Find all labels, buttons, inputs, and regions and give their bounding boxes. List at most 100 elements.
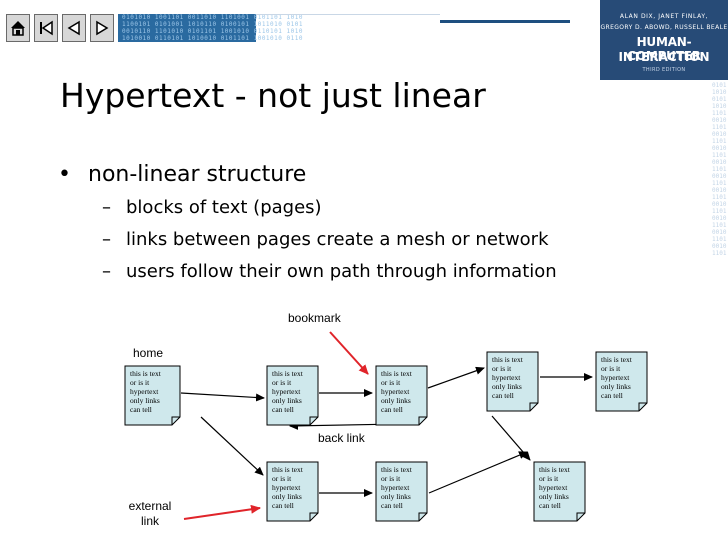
sub-bullet-text: users follow their own path through info… [126, 261, 557, 282]
binary-row: 1010010 0110101 1010010 0101101 1001010 … [122, 35, 303, 42]
sub-bullet-item: – users follow their own path through in… [58, 261, 557, 293]
page-text-line: only links [130, 396, 160, 405]
page-text-line: or is it [130, 378, 150, 387]
page-text-line: can tell [272, 501, 294, 510]
page-text-line: this is text [272, 369, 304, 378]
page-text-line: this is text [130, 369, 162, 378]
book-logo: ALAN DIX, JANET FINLAY, GREGORY D. ABOWD… [600, 0, 728, 80]
sub-bullet-dash: – [102, 197, 111, 218]
external-link-label-line2: link [141, 514, 160, 528]
page-text-line: or is it [272, 474, 292, 483]
page-text-line: can tell [130, 405, 152, 414]
home-icon [11, 21, 25, 36]
page-text-line: or is it [381, 378, 401, 387]
page-text-line: this is text [601, 355, 633, 364]
previous-slide-icon [67, 20, 80, 36]
page-text-line: this is text [272, 465, 304, 474]
page-text-line: or is it [492, 364, 512, 373]
page-text-line: hypertext [601, 373, 630, 382]
slide-title: Hypertext - not just linear [60, 76, 486, 115]
next-slide-icon [96, 20, 109, 36]
side-binary-decoration: 0101101001011010110100101101001011010010… [712, 82, 727, 257]
bullet-item: • non-linear structure [58, 162, 557, 187]
sub-bullet-text: links between pages create a mesh or net… [126, 229, 549, 250]
link-arrow [180, 392, 265, 402]
page-text-line: only links [381, 396, 411, 405]
page-node: this is text or is it hypertext only lin… [375, 461, 428, 522]
hypertext-diagram: this is text or is it hypertext only lin… [124, 311, 648, 528]
page-text-line: hypertext [539, 483, 568, 492]
link-arrow [428, 451, 528, 494]
header-rule-dark [440, 20, 570, 23]
page-node: this is text or is it hypertext only lin… [486, 351, 539, 412]
binary-row: 0101010 1001101 0011010 1101001 0101101 … [122, 14, 303, 21]
first-slide-icon [40, 20, 53, 36]
binary-decoration: 0101010 1001101 0011010 1101001 0101101 … [118, 14, 303, 42]
page-node: this is text or is it hypertext only lin… [266, 461, 319, 522]
page-text-line: this is text [492, 355, 524, 364]
page-text-line: only links [272, 396, 302, 405]
page-text-line: only links [381, 492, 411, 501]
page-text-line: or is it [601, 364, 621, 373]
page-text-line: can tell [492, 391, 514, 400]
page-text-line: or is it [381, 474, 401, 483]
page-text-line: can tell [381, 405, 403, 414]
page-text-line: can tell [381, 501, 403, 510]
sub-bullet-item: – blocks of text (pages) [58, 197, 557, 229]
page-text-line: this is text [539, 465, 571, 474]
binary-row: 0010110 1101010 0101101 1001010 0110101 … [122, 28, 303, 35]
back-link-label: back link [318, 431, 366, 445]
page-text-line: hypertext [130, 387, 159, 396]
header-rule [256, 14, 440, 15]
page-node: this is text or is it hypertext only lin… [266, 365, 319, 426]
page-text-line: can tell [601, 391, 623, 400]
page-node: this is text or is it hypertext only lin… [533, 461, 586, 522]
logo-title-line2: INTERACTION [618, 50, 710, 64]
external-link-arrow [183, 504, 261, 520]
page-text-line: hypertext [272, 483, 301, 492]
link-arrows [180, 366, 593, 497]
previous-slide-button[interactable] [62, 14, 86, 42]
page-text-line: or is it [539, 474, 559, 483]
page-node: this is text or is it hypertext only lin… [124, 365, 181, 426]
page-text-line: hypertext [272, 387, 301, 396]
binary-row: 1100101 0101001 1010110 0100101 1011010 … [122, 21, 303, 28]
page-text-line: hypertext [492, 373, 521, 382]
page-text-line: this is text [381, 369, 413, 378]
page-node: this is text or is it hypertext only lin… [595, 351, 648, 412]
link-arrow [427, 366, 485, 389]
page-text-line: or is it [272, 378, 292, 387]
page-text-line: only links [272, 492, 302, 501]
page-text-line: only links [601, 382, 631, 391]
home-label: home [133, 346, 163, 360]
sub-bullet-list: – blocks of text (pages) – links between… [58, 197, 557, 293]
next-slide-button[interactable] [90, 14, 114, 42]
page-node: this is text or is it hypertext only lin… [375, 365, 428, 426]
first-slide-button[interactable] [34, 14, 58, 42]
page-text-line: can tell [539, 501, 561, 510]
navigation-bar: 0101010 1001101 0011010 1101001 0101101 … [0, 0, 728, 48]
page-text-line: this is text [381, 465, 413, 474]
sub-bullet-item: – links between pages create a mesh or n… [58, 229, 557, 261]
link-arrow [491, 415, 531, 461]
sub-bullet-dash: – [102, 229, 111, 250]
sub-bullet-text: blocks of text (pages) [126, 197, 322, 218]
bookmark-label: bookmark [288, 311, 342, 325]
page-text-line: hypertext [381, 387, 410, 396]
sub-bullet-dash: – [102, 261, 111, 282]
page-text-line: only links [539, 492, 569, 501]
page-text-line: hypertext [381, 483, 410, 492]
highlight-arrows [183, 331, 369, 520]
logo-authors-line1: ALAN DIX, JANET FINLAY, [619, 13, 709, 20]
external-link-label-line1: external [129, 499, 172, 513]
bullet-list: • non-linear structure – blocks of text … [58, 162, 557, 293]
bookmark-arrow [329, 331, 369, 375]
bullet-dot: • [58, 162, 71, 187]
logo-edition: THIRD EDITION [642, 67, 686, 73]
page-text-line: can tell [272, 405, 294, 414]
bullet-text: non-linear structure [88, 162, 307, 187]
page-text-line: only links [492, 382, 522, 391]
link-arrow [200, 416, 264, 476]
logo-title-line1: HUMAN-COMPUTER [627, 35, 701, 63]
home-button[interactable] [6, 14, 30, 42]
